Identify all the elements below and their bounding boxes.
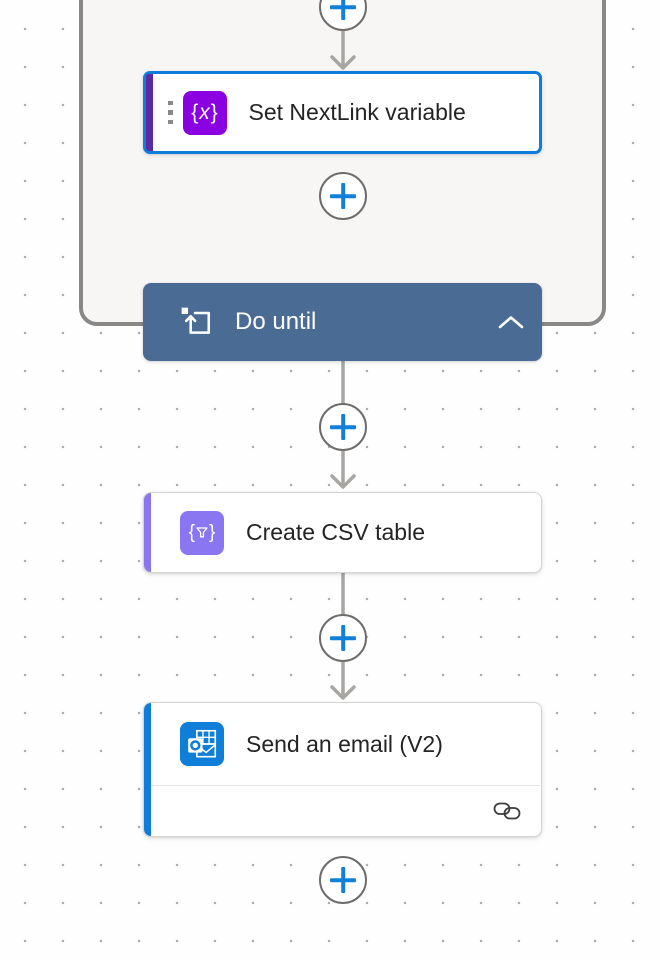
chevron-up-icon	[498, 316, 524, 329]
scope-title: Do until	[235, 308, 317, 335]
set-variable-icon: {x}	[182, 90, 227, 135]
data-operation-csv-icon: {}	[180, 510, 224, 555]
card-divider	[145, 785, 540, 786]
action-card-create-csv-table[interactable]: {} Create CSV table	[143, 492, 542, 573]
action-title: Create CSV table	[246, 519, 425, 545]
add-step-button-after-csv[interactable]	[319, 614, 367, 662]
add-step-button-after-do-until[interactable]	[319, 403, 367, 451]
add-step-button-bottom[interactable]	[319, 856, 367, 904]
action-title: Send an email (V2)	[246, 730, 443, 757]
do-until-scope-container	[79, 0, 606, 326]
do-until-loop-icon	[181, 307, 211, 334]
outlook-icon	[180, 722, 224, 766]
drag-handle-icon[interactable]	[168, 100, 173, 125]
action-accent-bar	[144, 493, 151, 572]
action-card-set-nextlink-variable[interactable]: {x} Set NextLink variable	[143, 71, 542, 154]
do-until-header[interactable]: Do until	[143, 283, 542, 361]
add-step-button-inside-loop[interactable]	[319, 172, 367, 220]
connection-reference-button[interactable]	[491, 800, 523, 822]
action-card-send-an-email[interactable]: Send an email (V2)	[143, 702, 542, 837]
action-title: Set NextLink variable	[248, 99, 466, 125]
connection-link-icon	[493, 802, 521, 820]
action-accent-bar	[144, 703, 151, 836]
collapse-scope-button[interactable]	[494, 311, 528, 333]
action-accent-bar	[146, 74, 153, 151]
